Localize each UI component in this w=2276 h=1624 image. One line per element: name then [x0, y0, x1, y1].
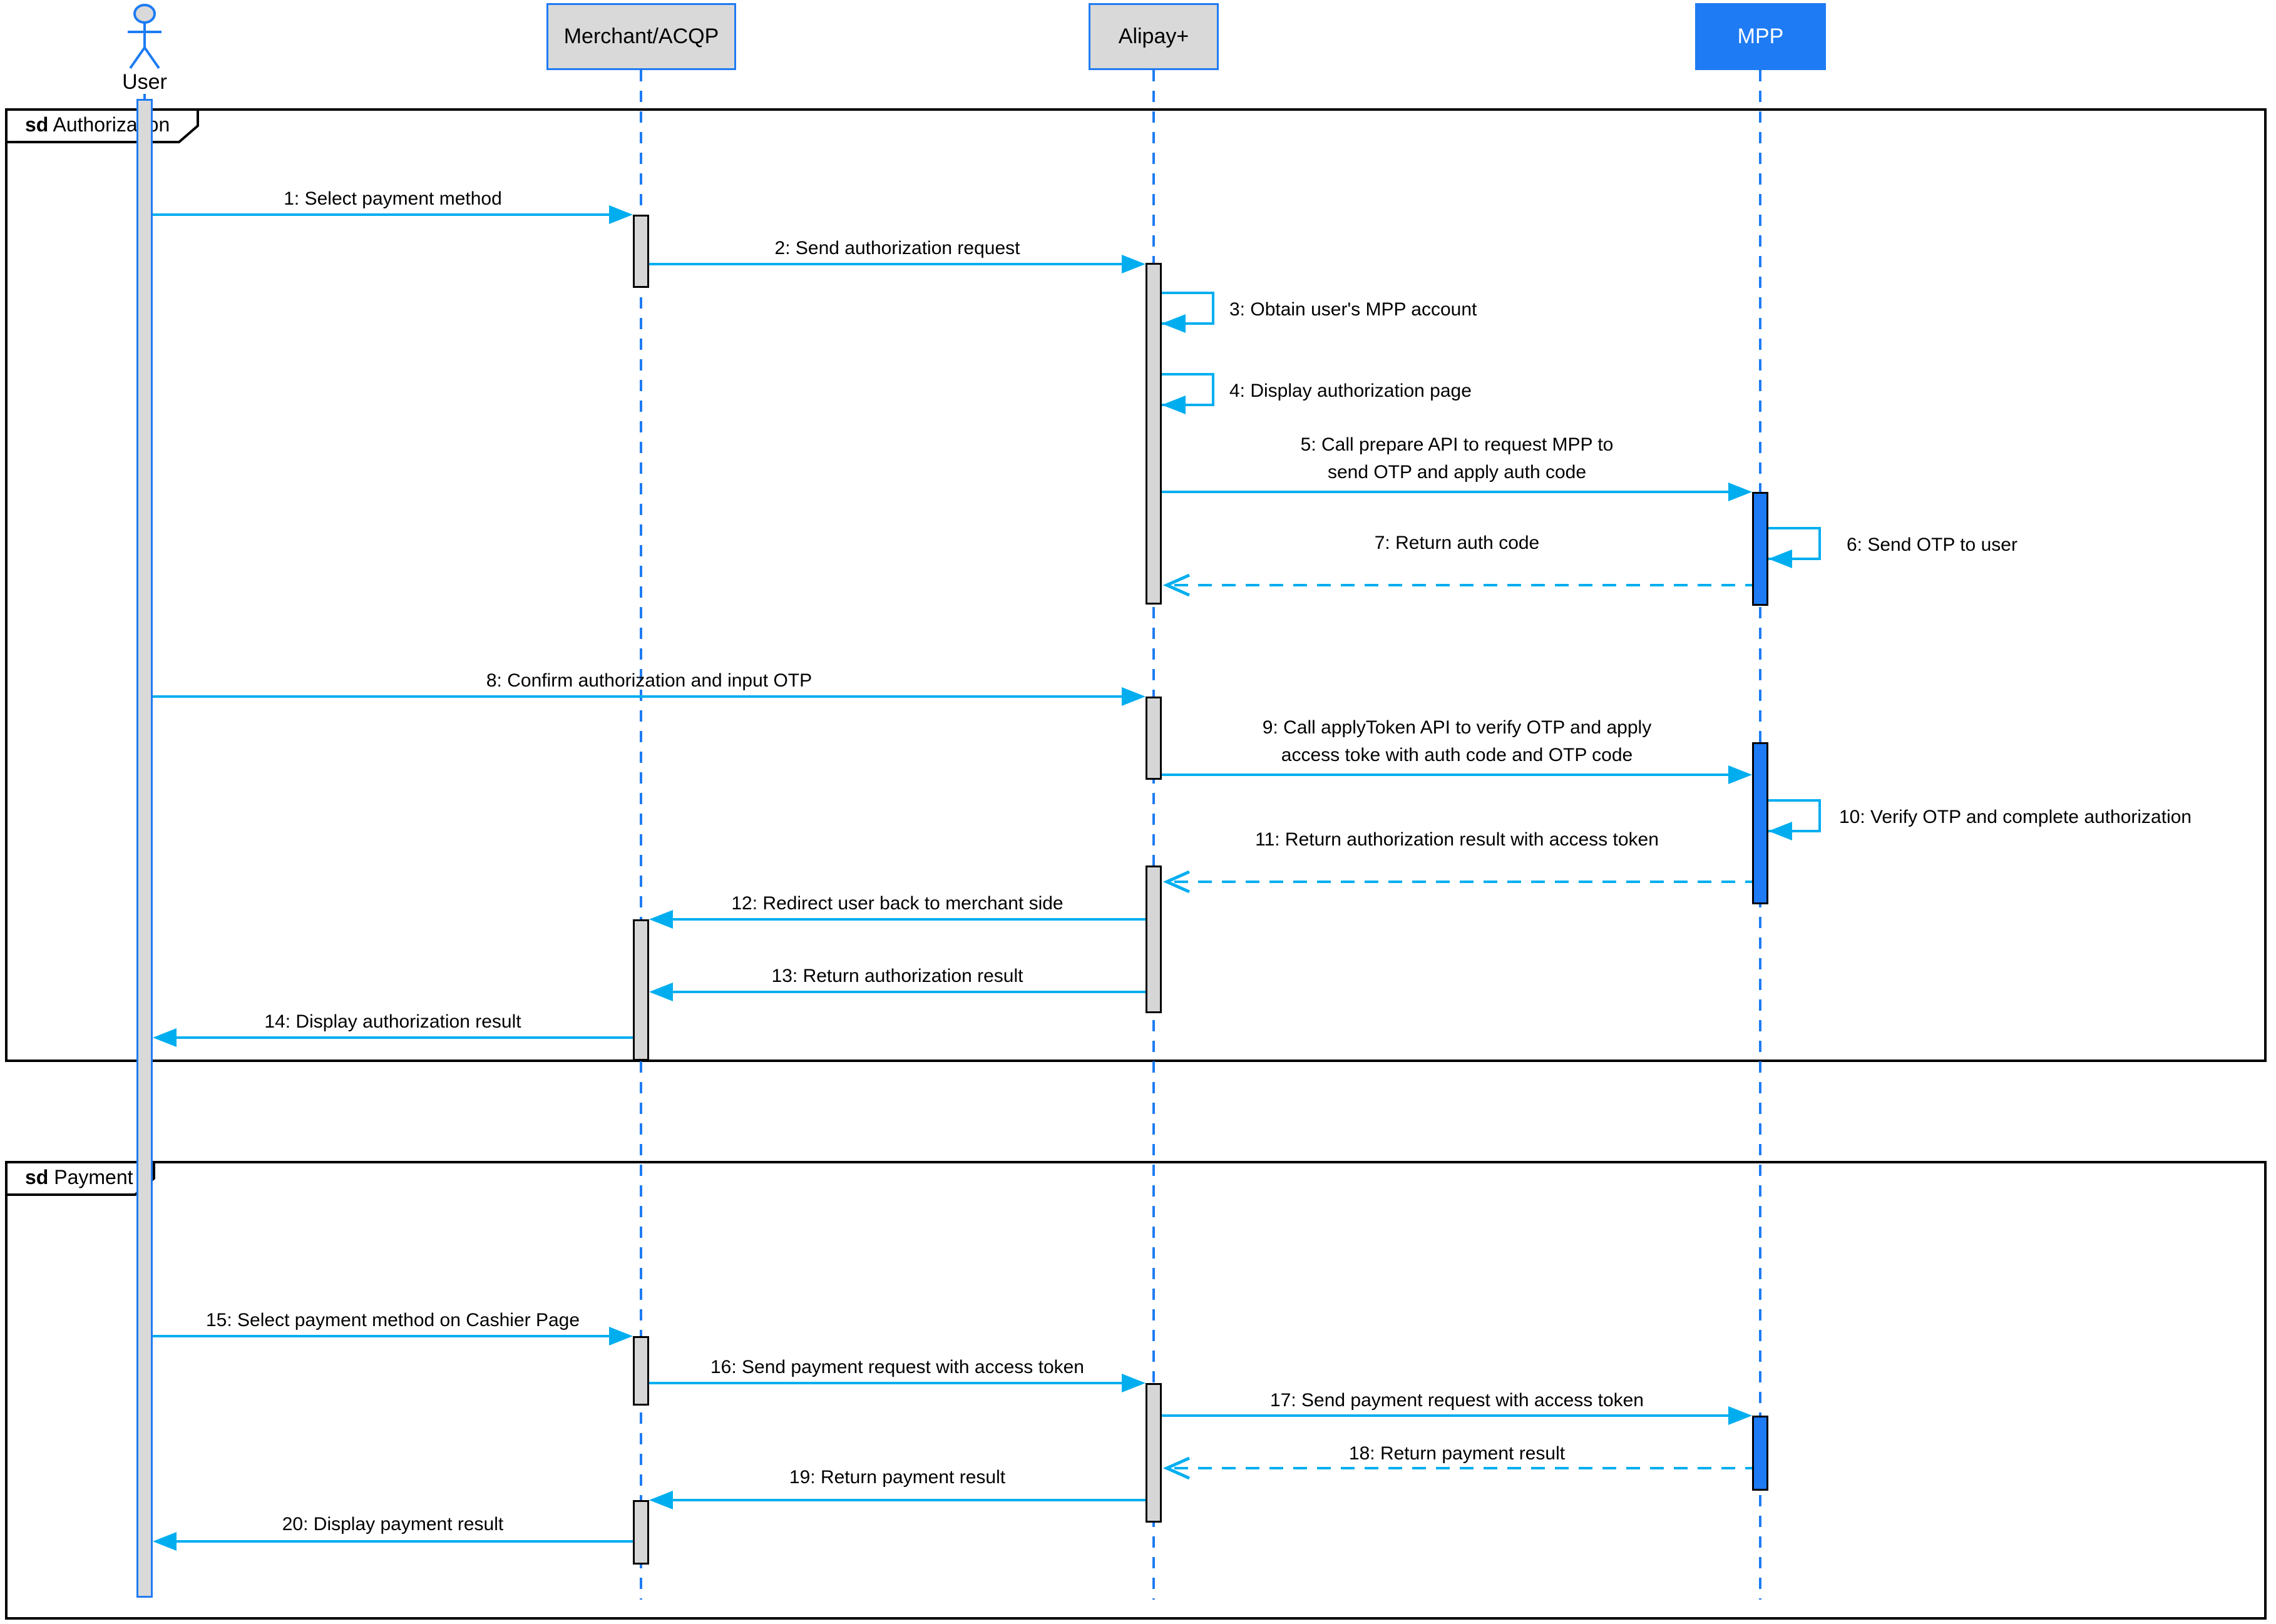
message-17-label: 17: Send payment request with access tok…	[1269, 1390, 1644, 1411]
message-7-line	[1174, 584, 1752, 586]
activation-mpp-1	[1752, 492, 1768, 606]
message-7-open-arrowhead	[1162, 573, 1191, 597]
message-13-arrowhead	[649, 983, 673, 1001]
message-8-line	[153, 695, 1122, 698]
message-2-line	[649, 263, 1122, 265]
participant-merchant-acqp: Merchant/ACQP	[546, 3, 736, 70]
message-12-arrowhead	[649, 910, 673, 929]
message-16-line	[649, 1382, 1122, 1384]
lifeline-merchant	[640, 70, 642, 1600]
frame-name: Payment	[54, 1166, 133, 1188]
message-18-open-arrowhead	[1162, 1456, 1191, 1480]
message-20-label: 20: Display payment result	[282, 1514, 504, 1535]
message-19-label: 19: Return payment result	[789, 1467, 1006, 1488]
activation-mpp-3	[1752, 1416, 1768, 1491]
lifeline-alipay	[1152, 70, 1155, 1600]
message-14-arrowhead	[153, 1028, 177, 1047]
message-3-loop	[1162, 292, 1214, 325]
frame-title: sd Payment	[25, 1166, 133, 1189]
message-6-label: 6: Send OTP to user	[1847, 534, 2017, 555]
message-14-label: 14: Display authorization result	[264, 1011, 521, 1032]
message-15-label: 15: Select payment method on Cashier Pag…	[205, 1310, 580, 1330]
message-19-line	[673, 1499, 1146, 1501]
message-6-loop	[1768, 527, 1821, 560]
message-9-arrowhead	[1728, 765, 1752, 784]
message-19-arrowhead	[649, 1491, 673, 1509]
activation-alipay-4	[1146, 1383, 1162, 1523]
message-2-label: 2: Send authorization request	[774, 238, 1020, 258]
message-5-arrowhead	[1728, 483, 1752, 501]
participant-mpp-label: MPP	[1737, 24, 1784, 48]
message-4-arrowhead	[1162, 396, 1186, 414]
message-17-line	[1162, 1414, 1728, 1417]
message-18-line	[1174, 1467, 1752, 1469]
message-18-label: 18: Return payment result	[1348, 1443, 1566, 1464]
message-13-label: 13: Return authorization result	[771, 966, 1023, 986]
message-4-loop	[1162, 373, 1214, 406]
participant-mpp: MPP	[1695, 3, 1826, 70]
frame-authorization	[5, 108, 2267, 1062]
activation-mpp-2	[1752, 742, 1768, 904]
message-6-arrowhead	[1768, 549, 1792, 568]
message-11-label: 11: Return authorization result with acc…	[1255, 829, 1659, 850]
activation-merchant-1	[633, 215, 649, 288]
activation-alipay-1	[1146, 263, 1162, 605]
participant-merchant-acqp-label: Merchant/ACQP	[563, 24, 719, 48]
message-5-line	[1162, 491, 1728, 493]
message-12-line	[673, 918, 1146, 921]
participant-alipay-label: Alipay+	[1118, 24, 1189, 48]
activation-merchant-3	[633, 1336, 649, 1406]
message-9-line	[1162, 774, 1728, 776]
frame-label-authorization: sd Authorization	[5, 108, 200, 145]
message-12-label: 12: Redirect user back to merchant side	[731, 893, 1064, 914]
message-10-label: 10: Verify OTP and complete authorizatio…	[1839, 807, 2192, 827]
activation-merchant-4	[633, 1500, 649, 1565]
participant-alipay: Alipay+	[1089, 3, 1219, 70]
message-11-open-arrowhead	[1162, 870, 1191, 894]
message-1-arrowhead	[609, 205, 633, 224]
message-15-line	[153, 1335, 609, 1337]
message-14-line	[177, 1036, 633, 1039]
message-16-label: 16: Send payment request with access tok…	[710, 1357, 1084, 1377]
frame-keyword: sd	[25, 113, 49, 136]
message-20-arrowhead	[153, 1532, 177, 1551]
message-3-label: 3: Obtain user's MPP account	[1229, 299, 1477, 320]
message-10-arrowhead	[1768, 822, 1792, 840]
message-13-line	[673, 991, 1146, 993]
user-actor-icon	[128, 4, 161, 69]
participant-user-label: User	[122, 70, 167, 94]
message-20-line	[177, 1540, 633, 1543]
message-17-arrowhead	[1728, 1406, 1752, 1425]
message-5-label: 5: Call prepare API to request MPP to se…	[1300, 434, 1614, 483]
message-8-arrowhead	[1122, 687, 1146, 706]
message-15-arrowhead	[609, 1327, 633, 1346]
activation-alipay-2	[1146, 697, 1162, 780]
message-10-loop	[1768, 799, 1821, 832]
message-16-arrowhead	[1122, 1374, 1146, 1392]
frame-keyword: sd	[25, 1166, 49, 1188]
message-7-label: 7: Return auth code	[1374, 533, 1540, 553]
message-1-line	[153, 213, 613, 216]
activation-user	[136, 99, 153, 1598]
message-11-line	[1174, 881, 1752, 883]
message-4-label: 4: Display authorization page	[1229, 380, 1472, 401]
message-1-label: 1: Select payment method	[284, 188, 502, 209]
activation-merchant-2	[633, 919, 649, 1061]
message-3-arrowhead	[1162, 314, 1186, 333]
message-8-label: 8: Confirm authorization and input OTP	[486, 670, 812, 691]
message-2-arrowhead	[1122, 255, 1146, 273]
frame-label-payment: sd Payment	[5, 1161, 156, 1197]
activation-alipay-3	[1146, 866, 1162, 1013]
frame-payment	[5, 1161, 2267, 1620]
message-9-label: 9: Call applyToken API to verify OTP and…	[1262, 717, 1652, 765]
